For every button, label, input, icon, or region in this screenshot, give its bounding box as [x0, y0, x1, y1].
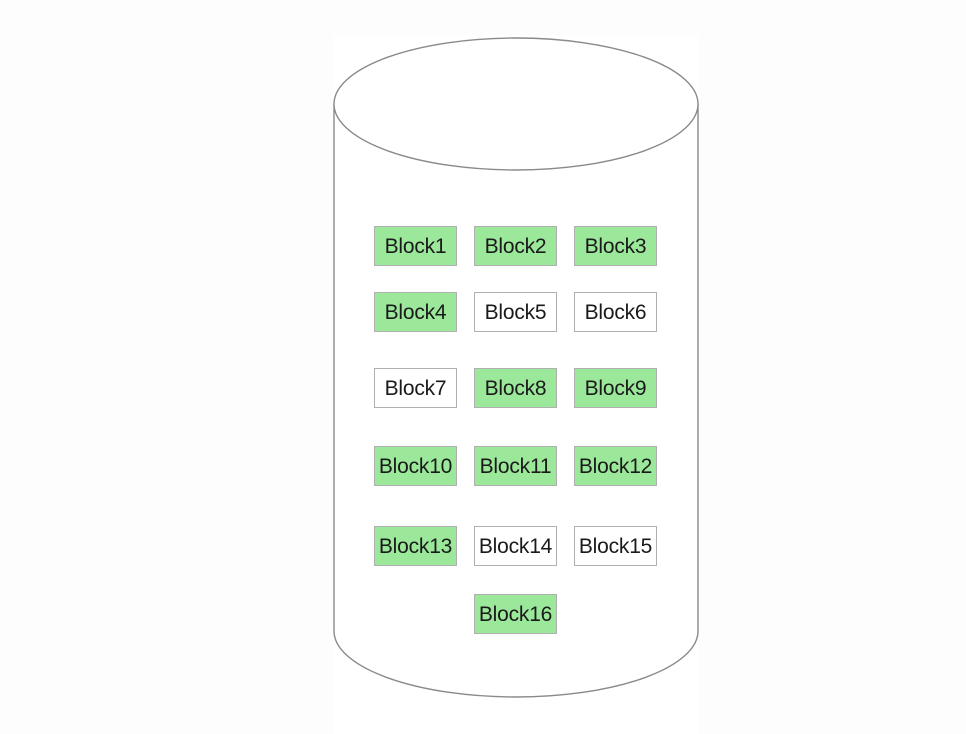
block-2[interactable]: Block2 — [474, 226, 557, 266]
block-5[interactable]: Block5 — [474, 292, 557, 332]
block-7[interactable]: Block7 — [374, 368, 457, 408]
block-label: Block12 — [578, 454, 653, 478]
block-13[interactable]: Block13 — [374, 526, 457, 566]
block-label: Block2 — [484, 234, 547, 258]
block-label: Block4 — [384, 300, 447, 324]
block-label: Block14 — [478, 534, 553, 558]
block-15[interactable]: Block15 — [574, 526, 657, 566]
block-10[interactable]: Block10 — [374, 446, 457, 486]
block-label: Block7 — [384, 376, 447, 400]
block-8[interactable]: Block8 — [474, 368, 557, 408]
block-4[interactable]: Block4 — [374, 292, 457, 332]
block-14[interactable]: Block14 — [474, 526, 557, 566]
block-label: Block6 — [584, 300, 647, 324]
block-label: Block9 — [584, 376, 647, 400]
block-label: Block1 — [384, 234, 447, 258]
block-label: Block11 — [479, 454, 552, 478]
block-1[interactable]: Block1 — [374, 226, 457, 266]
block-label: Block10 — [378, 454, 453, 478]
block-label: Block8 — [484, 376, 547, 400]
block-label: Block15 — [578, 534, 653, 558]
block-11[interactable]: Block11 — [474, 446, 557, 486]
block-6[interactable]: Block6 — [574, 292, 657, 332]
block-label: Block5 — [484, 300, 547, 324]
block-12[interactable]: Block12 — [574, 446, 657, 486]
block-label: Block3 — [584, 234, 647, 258]
block-label: Block16 — [478, 602, 553, 626]
block-label: Block13 — [378, 534, 453, 558]
block-16[interactable]: Block16 — [474, 594, 557, 634]
block-3[interactable]: Block3 — [574, 226, 657, 266]
block-9[interactable]: Block9 — [574, 368, 657, 408]
